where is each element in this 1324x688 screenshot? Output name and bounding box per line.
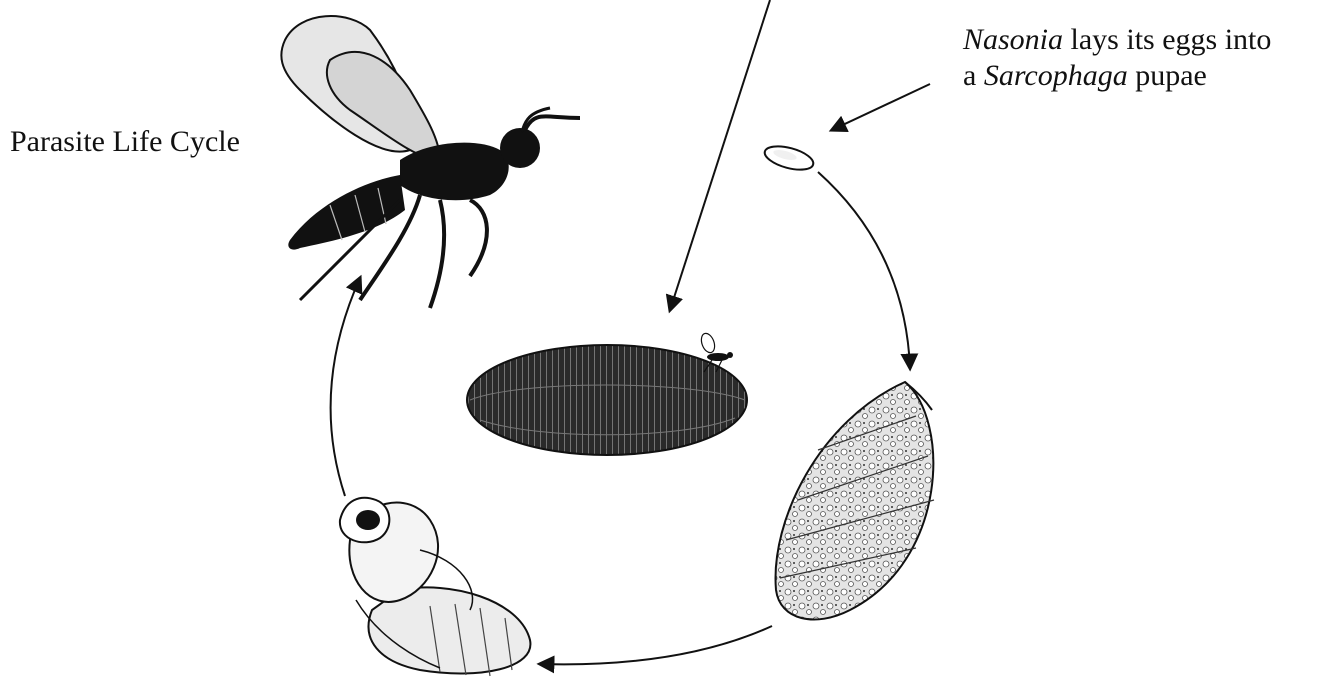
pupa-icon [340, 498, 531, 676]
egg-icon [762, 142, 815, 174]
larva-icon [776, 382, 934, 620]
cycle-arrow-pupa-to-adult [331, 278, 360, 496]
host-pupa-icon [467, 332, 747, 455]
cycle-arrow-egg-to-larva [818, 172, 910, 368]
wasp-icon [281, 16, 580, 308]
pointer-arrow-egg [832, 84, 930, 130]
pointer-arrow-top [670, 0, 770, 310]
cycle-arrow-larva-to-pupa [540, 626, 772, 664]
